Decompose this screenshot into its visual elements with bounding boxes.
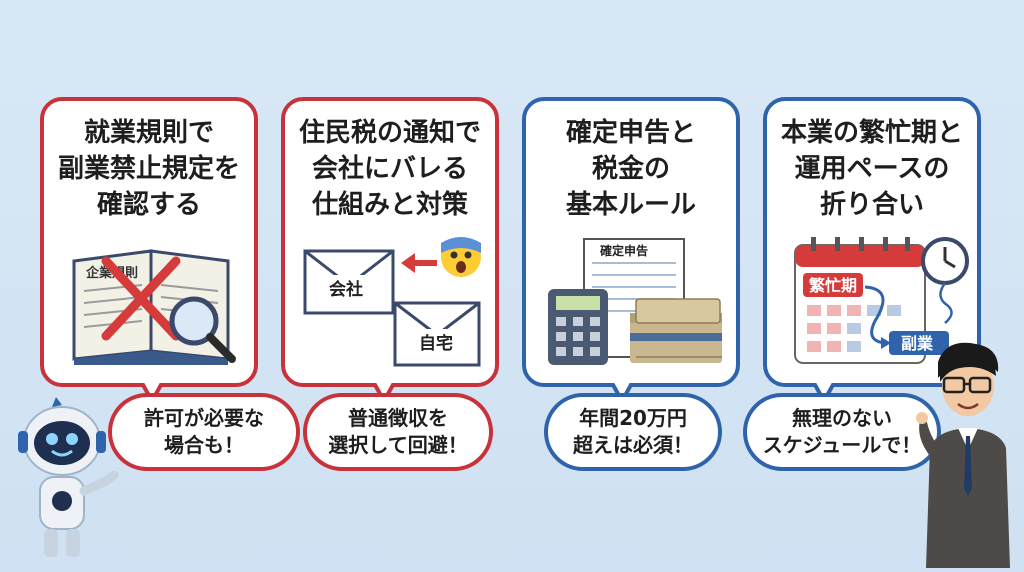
tip-bubble-1: 許可が必要な 場合も！ [108,393,300,471]
side-job-label: 副業 [901,334,934,353]
rulebook-magnifier-icon: 企業規則 [72,249,236,365]
company-envelope-icon [303,249,395,315]
card-work-rules: 就業規則で 副業禁止規定を 確認する 企業規則 [40,97,258,387]
tip-bubble-4: 無理のない スケジュールで！ [743,393,941,471]
card-title: 住民税の通知で 会社にバレる 仕組みと対策 [298,118,481,220]
envelopes-illustration: 会社 自宅 [303,237,481,367]
businessman-character-icon [916,342,1010,568]
company-envelope-label: 会社 [329,279,363,300]
cash-stack-icon [630,298,722,363]
shocked-face-icon [441,237,481,277]
tax-form-calculator-cash-illustration: 確定申告 [548,238,722,365]
tip-bubble-3: 年間20万円 超えは必須！ [544,393,722,471]
card-tax-return: 確定申告と 税金の 基本ルール 確定申告 [522,97,740,387]
home-envelope-label: 自宅 [419,333,453,354]
busy-season-label: 繁忙期 [808,276,857,295]
card-title: 確定申告と 税金の 基本ルール [565,118,696,220]
card-busy-season: 本業の繁忙期と 運用ペースの 折り合い 繁忙期 副業 [763,97,981,387]
card-resident-tax: 住民税の通知で 会社にバレる 仕組みと対策 会社 自宅 [281,97,499,387]
tax-form-label: 確定申告 [600,243,648,258]
tip-bubble-2: 普通徴収を 選択して回避！ [303,393,493,471]
calendar-clock-illustration: 繁忙期 副業 [794,237,969,364]
card-title: 就業規則で 副業禁止規定を 確認する [57,118,240,220]
calculator-icon [548,289,608,365]
card-title: 本業の繁忙期と 運用ペースの 折り合い [780,118,963,220]
home-envelope-icon [393,301,481,367]
clock-icon [921,237,969,324]
calendar-icon [794,237,949,364]
robot-mascot-icon [18,397,119,557]
